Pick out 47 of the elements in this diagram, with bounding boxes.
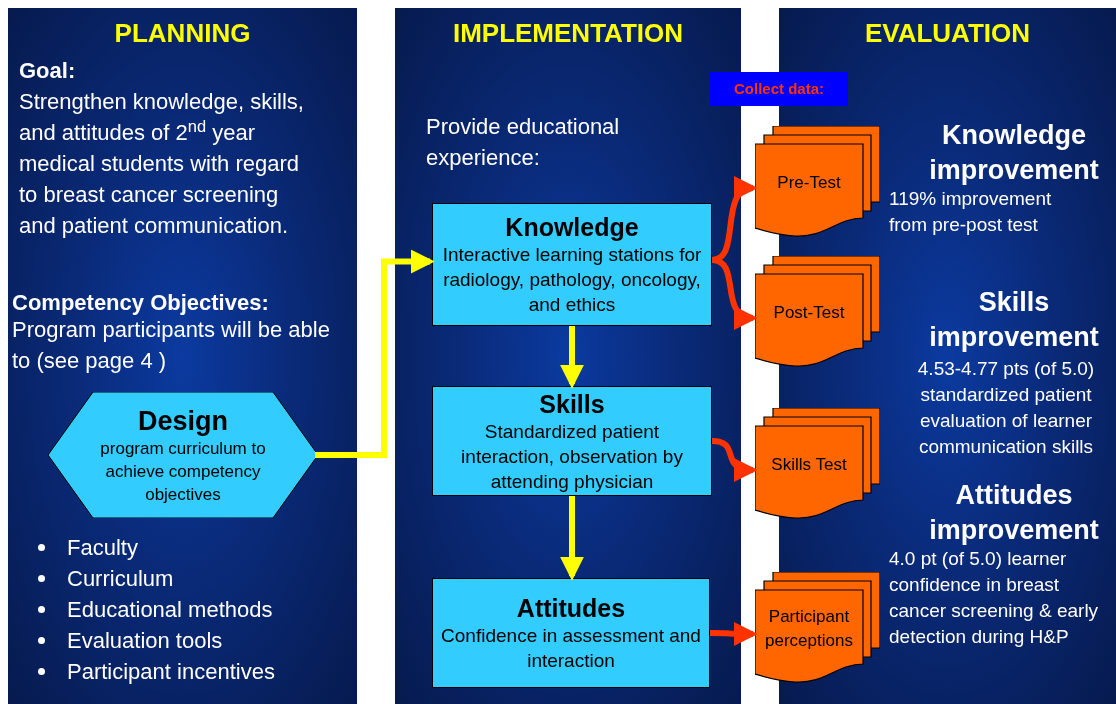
arrow [560, 496, 584, 581]
result-heading: Skills improvement [928, 286, 1100, 354]
result-text: 4.53-4.77 pts (of 5.0) standardized patient evaluation of learner communication skills [916, 357, 1096, 459]
result-heading: Knowledge improvement [928, 119, 1100, 187]
panel-heading: PLANNING [113, 17, 252, 50]
arrow [710, 621, 758, 646]
process-box [432, 203, 712, 326]
result-heading: Attitudes improvement [928, 479, 1100, 547]
box-heading: Attitudes [516, 593, 626, 623]
arrow [315, 249, 435, 458]
document-stack [755, 126, 880, 238]
arrow [711, 438, 758, 481]
shape-text: program curriculum to achieve competency objectives [99, 437, 267, 506]
tag-label: Collect data: [710, 72, 848, 106]
intro-text: Provide educational experience: [426, 113, 621, 172]
box-text: Standardized patient interaction, observation by attending physician [460, 419, 684, 494]
goal-heading: Goal: [19, 57, 76, 85]
bullet-text: Curriculum [67, 565, 174, 593]
bullet-text: Educational methods [67, 596, 273, 624]
arrow [560, 326, 584, 389]
process-box [432, 578, 710, 688]
document-label: Pre-Test [777, 172, 841, 194]
process-box [432, 386, 712, 496]
box-heading: Skills [539, 388, 605, 419]
objectives-heading: Competency Objectives: [12, 289, 269, 317]
section-panel [8, 8, 357, 704]
bullet-text: Participant incentives [67, 658, 275, 686]
panel-heading: IMPLEMENTATION [451, 17, 685, 50]
result-text: 4.0 pt (of 5.0) learner confidence in breast cancer screening & early detection during H&P [889, 547, 1100, 649]
document-label: Post-Test [773, 302, 845, 324]
bullet-text: Evaluation tools [67, 627, 223, 655]
box-text: Interactive learning stations for radiology, pathology, oncology, and ethics [441, 243, 703, 317]
goal-text: Strengthen knowledge, skills, and attitudes of 2$^{nd}$ year medical students with regard to breast cancer screening and patient communication. [19, 88, 305, 240]
panel-heading: EVALUATION [863, 17, 1032, 50]
arrow [711, 257, 758, 327]
result-text: 119% improvement from pre-post test [889, 187, 1053, 237]
bullet-text: Faculty [67, 534, 138, 562]
objectives-text: Program participants will be able to (see page 4 ) [12, 316, 331, 375]
document-stack [755, 572, 880, 684]
box-text: Confidence in assessment and interaction [440, 624, 702, 673]
document-stack [755, 256, 880, 368]
hexagon-shape [48, 392, 318, 518]
box-heading: Knowledge [505, 212, 639, 242]
document-stack [755, 408, 880, 520]
document-label: Skills Test [771, 454, 847, 476]
shape-heading: Design [138, 404, 228, 437]
document-label: Participant perceptions [764, 606, 854, 652]
